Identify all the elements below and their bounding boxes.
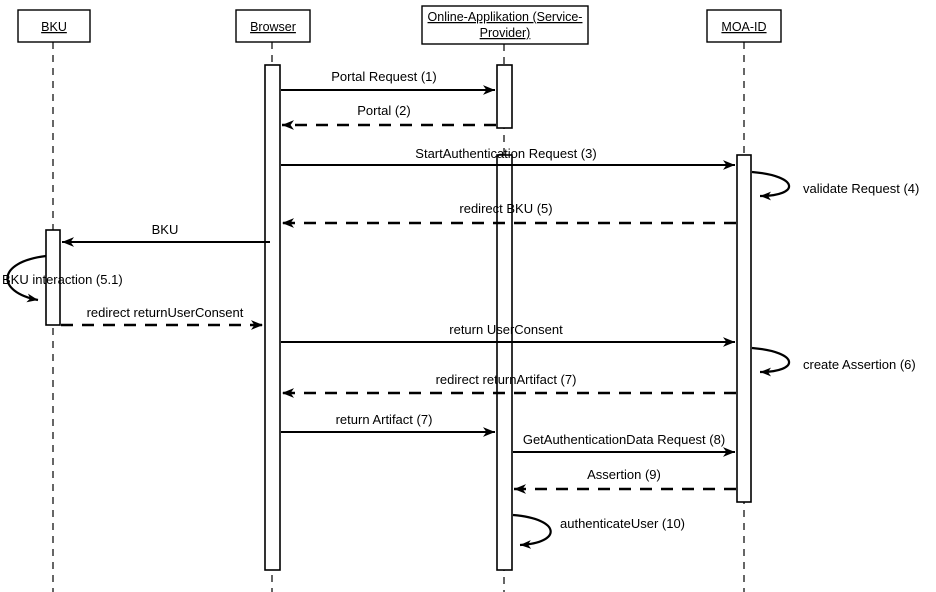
lifeline-header-online-applikation[interactable]: Online-Applikation (Service- Provider) — [421, 5, 589, 45]
activation-bar-bku[interactable] — [45, 229, 61, 326]
message-bku-interaction[interactable]: BKU interaction (5.1) — [2, 254, 123, 303]
message-label-create-assertion: create Assertion (6) — [803, 357, 916, 372]
message-label-authenticateuser: authenticateUser (10) — [560, 516, 685, 531]
message-label-return-artifact: return Artifact (7) — [336, 412, 433, 427]
message-label-portal-request: Portal Request (1) — [331, 69, 437, 84]
message-redirect-returnartifact[interactable]: redirect returnArtifact (7) — [282, 372, 736, 398]
message-label-startauthentication-request: StartAuthentication Request (3) — [415, 146, 596, 161]
lifeline-box-bku[interactable] — [17, 9, 91, 43]
message-label-bku-interaction: BKU interaction (5.1) — [2, 272, 123, 287]
selfloop-bku-interaction[interactable] — [6, 254, 47, 303]
message-label-return-userconsent: return UserConsent — [449, 322, 563, 337]
message-label-bku: BKU — [152, 222, 179, 237]
lifeline-label-moa-id: MOA-ID — [721, 20, 766, 34]
message-assertion[interactable]: Assertion (9) — [514, 467, 736, 494]
lifeline-box-moa-id[interactable] — [706, 9, 782, 43]
lifeline-header-browser[interactable]: Browser — [235, 9, 311, 43]
message-label-redirect-bku: redirect BKU (5) — [459, 201, 552, 216]
message-startauthentication-request[interactable]: StartAuthentication Request (3) — [281, 146, 735, 170]
message-label-redirect-returnuserconsent: redirect returnUserConsent — [87, 305, 244, 320]
lifeline-box-browser[interactable] — [235, 9, 311, 43]
message-return-userconsent[interactable]: return UserConsent — [281, 322, 735, 347]
message-label-portal-return: Portal (2) — [357, 103, 410, 118]
lifeline-header-moa-id[interactable]: MOA-ID — [706, 9, 782, 43]
message-portal-return[interactable]: Portal (2) — [282, 103, 496, 130]
activation-bar-oa-first[interactable] — [496, 64, 513, 129]
message-return-artifact[interactable]: return Artifact (7) — [281, 412, 495, 437]
message-label-validate-request: validate Request (4) — [803, 181, 919, 196]
activation-bars — [45, 64, 752, 571]
message-create-assertion[interactable]: create Assertion (6) — [751, 346, 916, 377]
lifeline-label-browser: Browser — [250, 20, 296, 34]
activation-bar-moa-id[interactable] — [736, 154, 752, 503]
selfloop-authenticateuser[interactable] — [512, 513, 552, 549]
activation-bar-browser[interactable] — [264, 64, 281, 571]
message-label-assertion: Assertion (9) — [587, 467, 661, 482]
lifeline-header-bku[interactable]: BKU — [17, 9, 91, 43]
message-authenticateuser[interactable]: authenticateUser (10) — [512, 513, 685, 549]
message-redirect-bku[interactable]: redirect BKU (5) — [282, 201, 736, 228]
lifeline-label-online-applikation-line2: Provider) — [480, 26, 531, 40]
message-label-redirect-returnartifact: redirect returnArtifact (7) — [436, 372, 577, 387]
lifeline-box-online-applikation[interactable] — [421, 5, 589, 45]
message-label-getauthenticationdata-request: GetAuthenticationData Request (8) — [523, 432, 725, 447]
message-redirect-returnuserconsent[interactable]: redirect returnUserConsent — [61, 305, 263, 330]
lifeline-label-bku: BKU — [41, 20, 67, 34]
activation-bar-oa-second[interactable] — [496, 154, 513, 571]
selfloop-validate-request[interactable] — [751, 170, 791, 201]
message-portal-request[interactable]: Portal Request (1) — [281, 69, 495, 95]
message-validate-request[interactable]: validate Request (4) — [751, 170, 919, 201]
selfloop-create-assertion[interactable] — [751, 346, 791, 377]
lifeline-label-online-applikation-line1: Online-Applikation (Service- — [428, 10, 583, 24]
message-bku[interactable]: BKU — [62, 222, 270, 247]
message-getauthenticationdata-request[interactable]: GetAuthenticationData Request (8) — [513, 432, 735, 457]
